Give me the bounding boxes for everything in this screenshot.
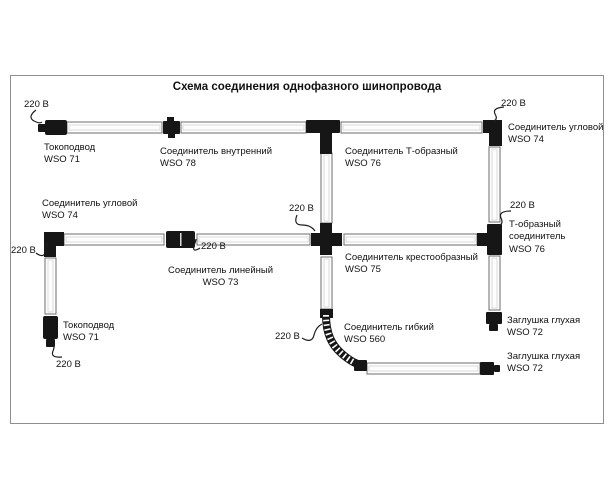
end-cap-right [486,312,502,331]
track-center-lower [320,256,333,310]
flexible-connector [320,309,367,371]
component-name: Т-образный [509,219,561,230]
label-cross: Соединитель крестообразный WSO 75 [345,252,478,277]
component-name: Соединитель внутренний [160,146,273,157]
track-mid-1 [63,233,165,246]
track-mid-3 [343,233,478,246]
corner-connector-left [44,232,64,257]
track-right-upper [488,146,501,223]
component-name: Токоподвод [63,320,115,331]
voltage-label: 220 В [510,200,535,211]
component-name: Соединитель угловой [508,122,604,133]
component-name: соединитель [509,231,566,243]
power-wire-left [35,241,48,257]
power-wire-feed-left [51,344,63,358]
component-code: WSO 71 [44,154,80,166]
track-top-1 [66,121,163,134]
component-code: WSO 76 [345,158,381,170]
power-feed-left-connector [43,316,58,347]
voltage-label: 220 В [289,203,314,214]
component-name: Соединитель крестообразный [345,252,478,263]
label-endcap-bottom: Заглушка глухая WSO 72 [507,351,580,376]
track-left-vertical [44,257,57,315]
component-code: WSO 72 [507,363,543,375]
power-wire-top-left [30,109,43,124]
component-name: Заглушка глухая [507,351,581,362]
label-endcap-right: Заглушка глухая WSO 72 [507,315,580,340]
voltage-label: 220 В [275,331,300,342]
component-name: Токоподвод [44,142,96,153]
power-wire-t-right [497,210,512,227]
label-linear: Соединитель линейный WSO 73 [168,265,273,290]
component-code: WSO 74 [508,134,544,146]
label-feed-top: Токоподвод WSO 71 [44,142,95,167]
voltage-label: 220 В [501,98,526,109]
voltage-label: 220 В [11,245,36,256]
t-connector-right [477,224,502,255]
internal-connector [163,117,180,138]
component-code: WSO 76 [509,243,545,255]
label-internal: Соединитель внутренний WSO 78 [160,146,272,171]
component-code: WSO 74 [42,210,78,222]
voltage-label: 220 В [24,99,49,110]
component-code: WSO 71 [63,332,99,344]
power-wire-cross [295,214,316,232]
component-code: WSO 78 [160,158,196,170]
diagram-title: Схема соединения однофазного шинопровода [172,81,442,93]
component-code: WSO 75 [345,264,381,276]
label-t-right: Т-образный соединитель WSO 76 [509,219,565,256]
component-name: Заглушка глухая [507,315,581,326]
corner-connector-right [483,120,502,146]
track-mid-2 [196,233,311,246]
power-feed-top-connector [38,120,67,135]
track-bottom [366,362,481,375]
track-top-3 [340,121,483,134]
label-corner-left: Соединитель угловой WSO 74 [42,198,137,223]
component-code: WSO 73 [202,277,239,289]
power-wire-top-right [493,106,505,122]
power-wire-linear [193,238,201,251]
label-corner-right: Соединитель угловой WSO 74 [508,122,603,147]
component-name: Соединитель Т-образный [345,146,458,157]
track-right-lower [488,255,501,311]
component-code: WSO 72 [507,327,543,339]
component-name: Соединитель угловой [42,198,138,209]
track-center-upper [320,152,333,224]
label-feed-left: Токоподвод WSO 71 [63,320,114,345]
voltage-label: 220 В [56,359,81,370]
track-top-2 [180,121,307,134]
component-name: Соединитель линейный [168,265,274,276]
power-wire-flexible [301,323,323,341]
component-code: WSO 560 [344,334,386,346]
cross-connector [311,223,342,255]
label-t-top: Соединитель Т-образный WSO 76 [345,146,458,171]
label-flexible: Соединитель гибкий WSO 560 [344,322,434,347]
voltage-label: 220 В [201,241,226,252]
t-connector-top [306,120,340,154]
linear-connector [166,231,195,248]
end-cap-bottom [480,362,500,375]
component-name: Соединитель гибкий [344,322,434,333]
